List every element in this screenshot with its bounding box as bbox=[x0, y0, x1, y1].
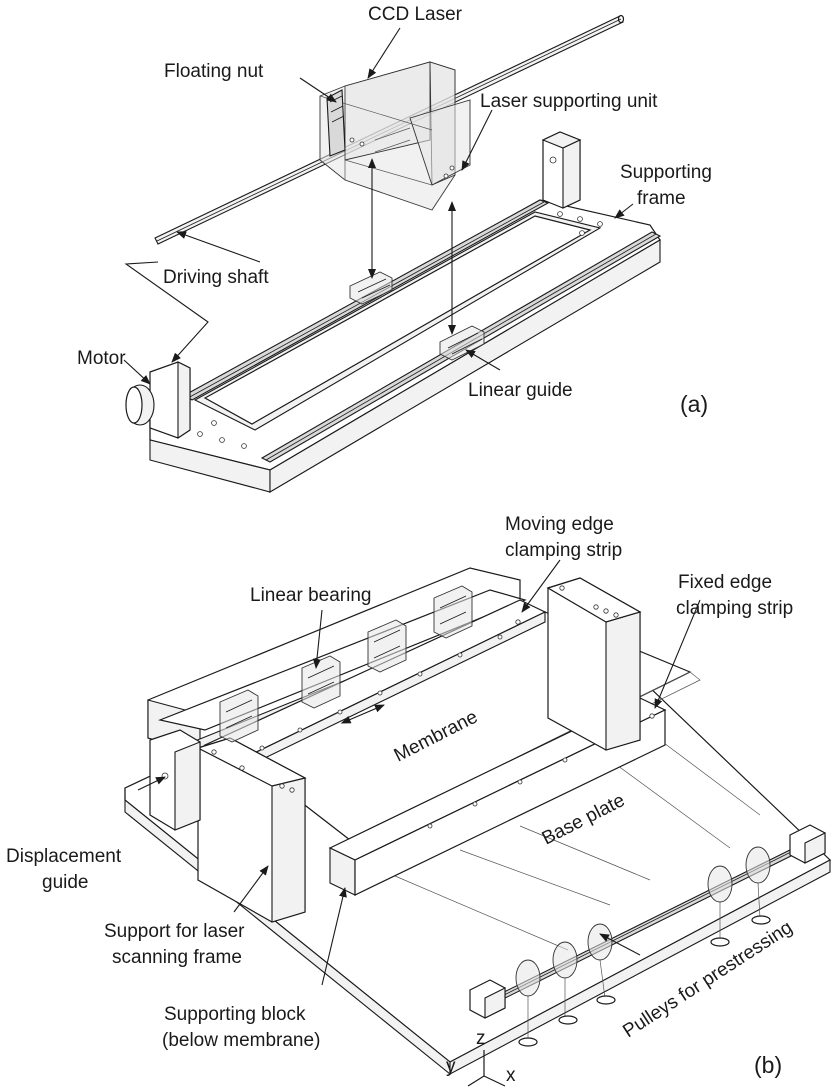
moving-edge-clamping-strip bbox=[203, 599, 547, 771]
panel-tag-a: (a) bbox=[680, 391, 708, 417]
label-displacement-guide-line2: guide bbox=[42, 872, 89, 893]
linear-guide-block-right bbox=[439, 325, 485, 361]
panel-a: CCD Laser Floating nut Laser supporting … bbox=[77, 4, 712, 493]
leader-ccd-laser bbox=[367, 27, 401, 79]
leader-supporting-block bbox=[321, 887, 347, 986]
leader-motor bbox=[123, 359, 151, 385]
axis-label-y: y bbox=[446, 1056, 456, 1077]
label-laser-supporting-unit: Laser supporting unit bbox=[480, 91, 658, 112]
label-moving-edge-line1: Moving edge bbox=[505, 514, 614, 535]
displacement-guide bbox=[149, 729, 201, 831]
pulley-1 bbox=[515, 959, 541, 1047]
linear-bearing-3 bbox=[367, 619, 407, 673]
label-supporting-frame-line2: frame bbox=[637, 188, 686, 209]
leader-linear-guide bbox=[465, 349, 501, 371]
leader-laser-supporting-unit bbox=[461, 109, 493, 171]
label-driving-shaft: Driving shaft bbox=[163, 267, 269, 288]
pulley-4 bbox=[707, 865, 733, 947]
label-displacement-guide-line1: Displacement bbox=[6, 846, 122, 867]
axis-triad: z y x bbox=[446, 1028, 516, 1087]
leader-supporting-frame bbox=[614, 203, 634, 219]
laser-supporting-unit bbox=[319, 61, 471, 211]
leader-linear-bearing bbox=[312, 609, 323, 669]
pulley-3 bbox=[587, 923, 616, 1005]
label-fixed-edge-line2: clamping strip bbox=[676, 598, 793, 619]
supporting-frame bbox=[149, 199, 661, 493]
leader-fixed-edge bbox=[654, 599, 701, 709]
pulley-2 bbox=[552, 941, 578, 1025]
frame-post bbox=[541, 131, 582, 209]
supporting-block bbox=[328, 697, 667, 896]
leader-driving-shaft-motor bbox=[124, 261, 209, 363]
label-support-laser-line2: scanning frame bbox=[112, 947, 242, 968]
linear-bearing-2 bbox=[301, 655, 341, 709]
label-supporting-frame-line1: Supporting bbox=[620, 162, 712, 183]
leader-floating-nut bbox=[299, 77, 337, 103]
label-supporting-block-line2: (below membrane) bbox=[162, 1030, 320, 1051]
leader-driving-shaft bbox=[176, 231, 261, 263]
label-moving-edge-line2: clamping strip bbox=[505, 540, 622, 561]
linear-bearing-4 bbox=[433, 585, 473, 639]
leader-pulleys bbox=[599, 933, 641, 956]
leader-moving-edge bbox=[521, 559, 561, 613]
floating-nut bbox=[326, 89, 346, 157]
label-support-laser-line1: Support for laser bbox=[104, 921, 245, 942]
label-motor: Motor bbox=[77, 348, 126, 369]
label-fixed-edge-line1: Fixed edge bbox=[678, 572, 772, 593]
motion-arrow bbox=[340, 704, 385, 724]
label-linear-guide: Linear guide bbox=[468, 380, 573, 401]
leader-displacement-guide bbox=[137, 776, 166, 791]
support-for-laser-scanning-frame bbox=[196, 737, 307, 923]
support-plate-right bbox=[546, 577, 642, 751]
label-linear-bearing: Linear bearing bbox=[250, 585, 371, 606]
label-floating-nut: Floating nut bbox=[164, 61, 264, 82]
leader-support-laser-frame bbox=[233, 865, 269, 913]
motor bbox=[125, 361, 191, 440]
label-supporting-block-line1: Supporting block bbox=[164, 1004, 306, 1025]
axis-label-x: x bbox=[506, 1065, 516, 1086]
panel-tag-b: (b) bbox=[754, 1052, 782, 1078]
shaft-end-block-left bbox=[469, 979, 506, 1019]
shaft-end-block-right bbox=[789, 824, 826, 864]
linear-guide-block-left bbox=[349, 271, 393, 305]
panel-b: Moving edge clamping strip Linear bearin… bbox=[6, 514, 832, 1087]
linear-bearing-1 bbox=[219, 689, 259, 743]
label-ccd-laser: CCD Laser bbox=[368, 4, 463, 25]
pulley-5 bbox=[745, 846, 771, 925]
axis-label-z: z bbox=[476, 1028, 486, 1049]
